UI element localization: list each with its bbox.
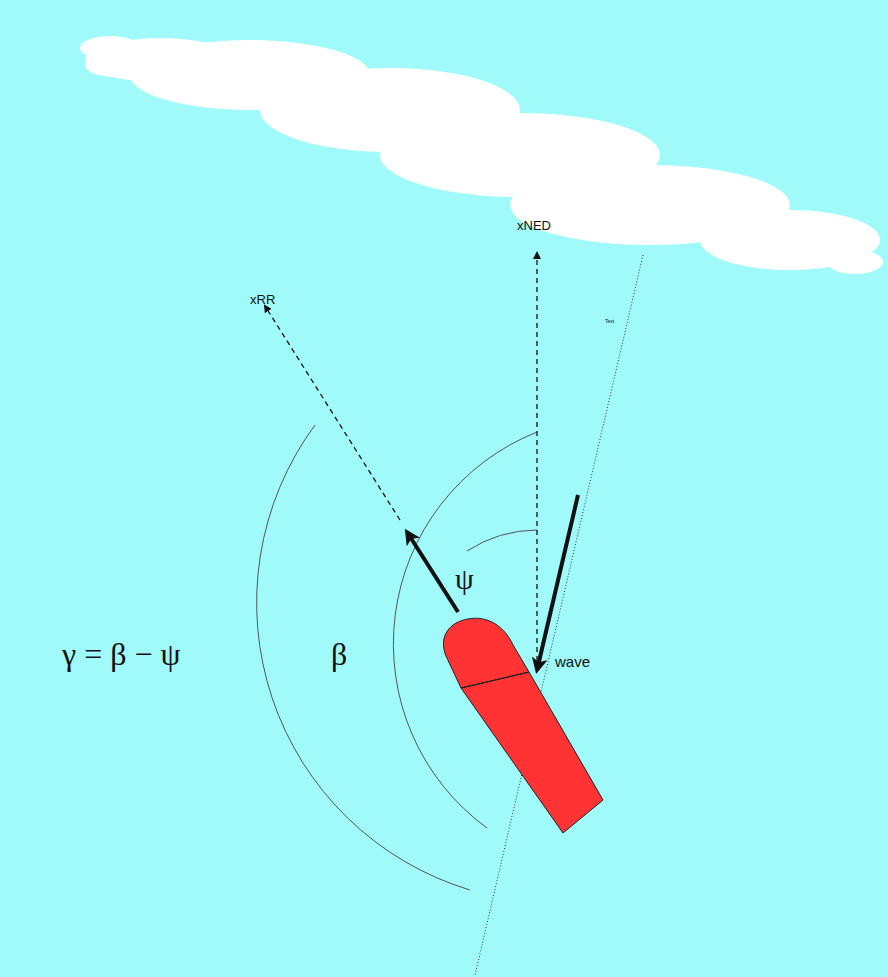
wave-label: wave xyxy=(555,653,590,670)
angle-symbol: ψ xyxy=(455,562,474,596)
angle-symbol: β xyxy=(331,636,347,673)
beta-arc xyxy=(393,432,537,828)
ship-hull xyxy=(443,618,603,833)
cloud xyxy=(80,36,883,274)
angle-formula: γ = β − ψ xyxy=(62,636,181,673)
heading-arrow xyxy=(407,532,458,612)
wave-direction-line xyxy=(475,255,643,975)
x-ned-axis xyxy=(536,253,537,670)
x-rr-axis xyxy=(265,306,400,520)
wave-arrow xyxy=(537,495,578,670)
placeholder-text: Text xyxy=(605,318,614,324)
gamma-arc xyxy=(257,425,470,890)
axis-label: xRR xyxy=(250,292,275,307)
axis-label: xNED xyxy=(517,218,551,233)
psi-arc xyxy=(467,530,537,551)
